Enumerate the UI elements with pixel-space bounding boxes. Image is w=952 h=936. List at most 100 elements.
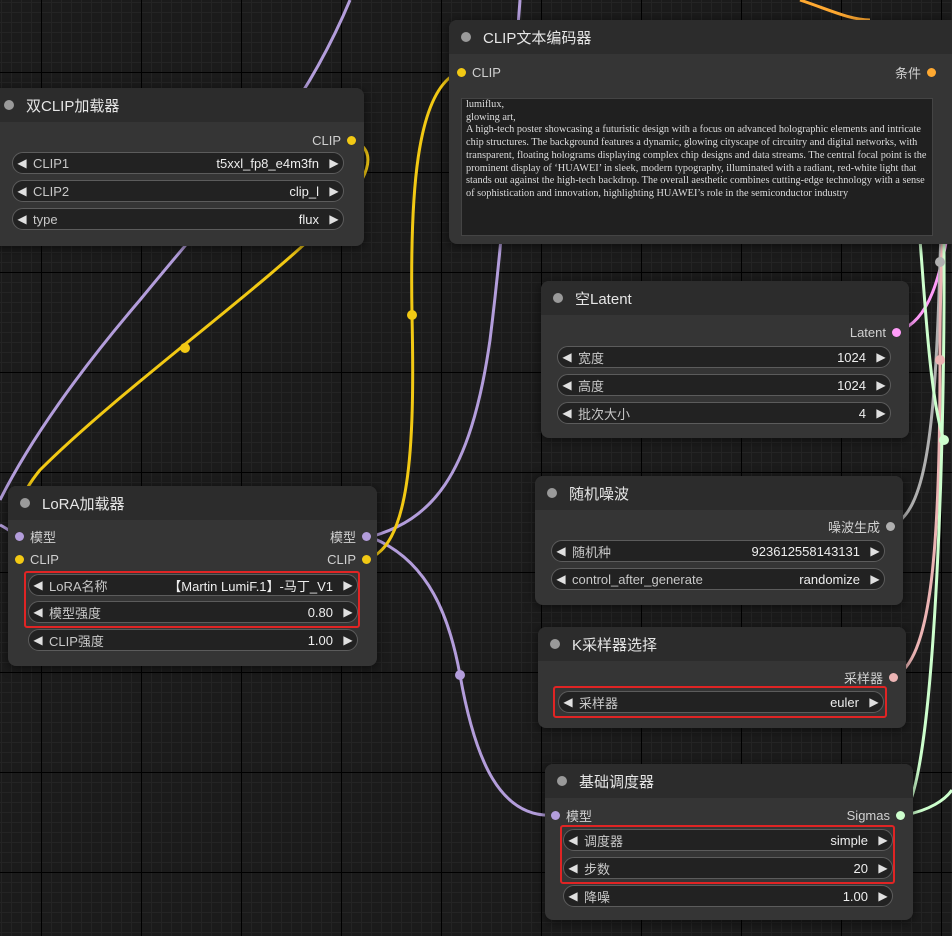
prompt-textarea[interactable]: lumiflux, glowing art, A high-tech poste…	[461, 98, 933, 236]
output-clip-label: CLIP	[312, 132, 341, 148]
increment-arrow-icon[interactable]: ▶	[869, 695, 879, 709]
input-clip-port[interactable]	[457, 67, 466, 77]
increment-arrow-icon[interactable]: ▶	[343, 633, 353, 647]
dual-clip-loader-node[interactable]: 双CLIP加载器 CLIP ◀ CLIP1 t5xxl_fp8_e4m3fn ▶…	[0, 88, 364, 246]
increment-arrow-icon[interactable]: ▶	[343, 578, 353, 592]
height-label: 高度	[578, 378, 605, 394]
decrement-arrow-icon[interactable]: ◀	[556, 572, 566, 586]
node-status-dot-icon	[550, 639, 560, 649]
clip-reroute-dot-1[interactable]	[180, 343, 190, 353]
empty-latent-header[interactable]: 空Latent	[541, 281, 909, 315]
output-noise-label: 噪波生成	[827, 519, 880, 535]
decrement-arrow-icon[interactable]: ◀	[563, 695, 573, 709]
node-status-dot-icon	[547, 488, 557, 498]
node-title: CLIP文本编码器	[483, 29, 592, 47]
output-latent-port[interactable]	[892, 327, 901, 337]
node-status-dot-icon	[553, 293, 563, 303]
decrement-arrow-icon[interactable]: ◀	[33, 605, 43, 619]
output-noise-port[interactable]	[886, 521, 895, 531]
increment-arrow-icon[interactable]: ▶	[870, 572, 880, 586]
decrement-arrow-icon[interactable]: ◀	[17, 212, 27, 226]
decrement-arrow-icon[interactable]: ◀	[568, 889, 578, 903]
empty-latent-node[interactable]: 空Latent Latent ◀ 宽度 1024 ▶ ◀ 高度 1024 ▶ ◀…	[541, 281, 909, 438]
output-conditioning-port[interactable]	[927, 67, 936, 77]
decrement-arrow-icon[interactable]: ◀	[556, 544, 566, 558]
output-clip-port[interactable]	[362, 554, 371, 564]
basic-scheduler-node[interactable]: 基础调度器 模型 Sigmas ◀ 调度器 simple ▶ ◀ 步数 20 ▶…	[545, 764, 913, 920]
output-clip-label: CLIP	[327, 551, 356, 567]
increment-arrow-icon[interactable]: ▶	[878, 861, 888, 875]
height-value: 1024	[837, 377, 866, 393]
denoise-stepper[interactable]: ◀ 降噪 1.00 ▶	[563, 885, 893, 907]
input-model-label: 模型	[566, 808, 593, 824]
basic-scheduler-header[interactable]: 基础调度器	[545, 764, 913, 798]
sigmas-reroute-dot[interactable]	[939, 435, 949, 445]
steps-label: 步数	[584, 861, 611, 877]
increment-arrow-icon[interactable]: ▶	[876, 378, 886, 392]
input-model-port[interactable]	[15, 531, 24, 541]
width-stepper[interactable]: ◀ 宽度 1024 ▶	[557, 346, 891, 368]
decrement-arrow-icon[interactable]: ◀	[562, 350, 572, 364]
scheduler-combo[interactable]: ◀ 调度器 simple ▶	[563, 829, 893, 851]
input-model-port[interactable]	[551, 810, 560, 820]
increment-arrow-icon[interactable]: ▶	[870, 544, 880, 558]
increment-arrow-icon[interactable]: ▶	[329, 212, 339, 226]
node-title: 双CLIP加载器	[26, 97, 120, 115]
lora-name-value: 【Martin LumiF.1】-马丁_V1	[168, 578, 333, 594]
output-clip-port[interactable]	[347, 135, 356, 145]
decrement-arrow-icon[interactable]: ◀	[568, 833, 578, 847]
decrement-arrow-icon[interactable]: ◀	[562, 406, 572, 420]
clip-reroute-dot-2[interactable]	[407, 310, 417, 320]
batch-size-label: 批次大小	[578, 406, 631, 422]
increment-arrow-icon[interactable]: ▶	[876, 350, 886, 364]
ksampler-select-node[interactable]: K采样器选择 采样器 ◀ 采样器 euler ▶	[538, 627, 906, 728]
increment-arrow-icon[interactable]: ▶	[878, 833, 888, 847]
random-noise-header[interactable]: 随机噪波	[535, 476, 903, 510]
clip1-value: t5xxl_fp8_e4m3fn	[216, 155, 319, 171]
random-noise-node[interactable]: 随机噪波 噪波生成 ◀ 随机种 923612558143131 ▶ ◀ cont…	[535, 476, 903, 605]
clip-wire-lora-to-textenc	[363, 70, 460, 562]
clip-strength-stepper[interactable]: ◀ CLIP强度 1.00 ▶	[28, 629, 358, 651]
increment-arrow-icon[interactable]: ▶	[876, 406, 886, 420]
increment-arrow-icon[interactable]: ▶	[343, 605, 353, 619]
ksampler-select-header[interactable]: K采样器选择	[538, 627, 906, 661]
increment-arrow-icon[interactable]: ▶	[329, 156, 339, 170]
seed-stepper[interactable]: ◀ 随机种 923612558143131 ▶	[551, 540, 885, 562]
increment-arrow-icon[interactable]: ▶	[878, 889, 888, 903]
width-value: 1024	[837, 349, 866, 365]
control-after-generate-combo[interactable]: ◀ control_after_generate randomize ▶	[551, 568, 885, 590]
lora-name-combo[interactable]: ◀ LoRA名称 【Martin LumiF.1】-马丁_V1 ▶	[28, 574, 358, 596]
model-reroute-dot[interactable]	[455, 670, 465, 680]
decrement-arrow-icon[interactable]: ◀	[562, 378, 572, 392]
sampler-reroute-dot[interactable]	[935, 355, 945, 365]
denoise-value: 1.00	[842, 888, 868, 904]
batch-size-stepper[interactable]: ◀ 批次大小 4 ▶	[557, 402, 891, 424]
height-stepper[interactable]: ◀ 高度 1024 ▶	[557, 374, 891, 396]
steps-stepper[interactable]: ◀ 步数 20 ▶	[563, 857, 893, 879]
decrement-arrow-icon[interactable]: ◀	[568, 861, 578, 875]
noise-reroute-dot[interactable]	[935, 257, 945, 267]
clip2-combo[interactable]: ◀ CLIP2 clip_l ▶	[12, 180, 344, 202]
node-title: 基础调度器	[579, 773, 655, 791]
increment-arrow-icon[interactable]: ▶	[329, 184, 339, 198]
decrement-arrow-icon[interactable]: ◀	[17, 184, 27, 198]
lora-loader-node[interactable]: LoRA加载器 模型 模型 CLIP CLIP ◀ LoRA名称 【Martin…	[8, 486, 377, 666]
output-sigmas-port[interactable]	[896, 810, 905, 820]
dual-clip-loader-header[interactable]: 双CLIP加载器	[0, 88, 364, 122]
decrement-arrow-icon[interactable]: ◀	[17, 156, 27, 170]
node-status-dot-icon	[4, 100, 14, 110]
output-model-port[interactable]	[362, 531, 371, 541]
type-combo[interactable]: ◀ type flux ▶	[12, 208, 344, 230]
decrement-arrow-icon[interactable]: ◀	[33, 578, 43, 592]
clip1-combo[interactable]: ◀ CLIP1 t5xxl_fp8_e4m3fn ▶	[12, 152, 344, 174]
control-label: control_after_generate	[572, 571, 703, 587]
model-strength-stepper[interactable]: ◀ 模型强度 0.80 ▶	[28, 601, 358, 623]
clip-text-encoder-node[interactable]: CLIP文本编码器 CLIP 条件 lumiflux, glowing art,…	[449, 20, 952, 244]
lora-loader-header[interactable]: LoRA加载器	[8, 486, 377, 520]
output-sampler-port[interactable]	[889, 672, 898, 682]
sampler-combo[interactable]: ◀ 采样器 euler ▶	[558, 691, 884, 713]
clip-text-encoder-header[interactable]: CLIP文本编码器	[449, 20, 952, 54]
input-clip-port[interactable]	[15, 554, 24, 564]
decrement-arrow-icon[interactable]: ◀	[33, 633, 43, 647]
model-wire-top	[0, 0, 352, 501]
